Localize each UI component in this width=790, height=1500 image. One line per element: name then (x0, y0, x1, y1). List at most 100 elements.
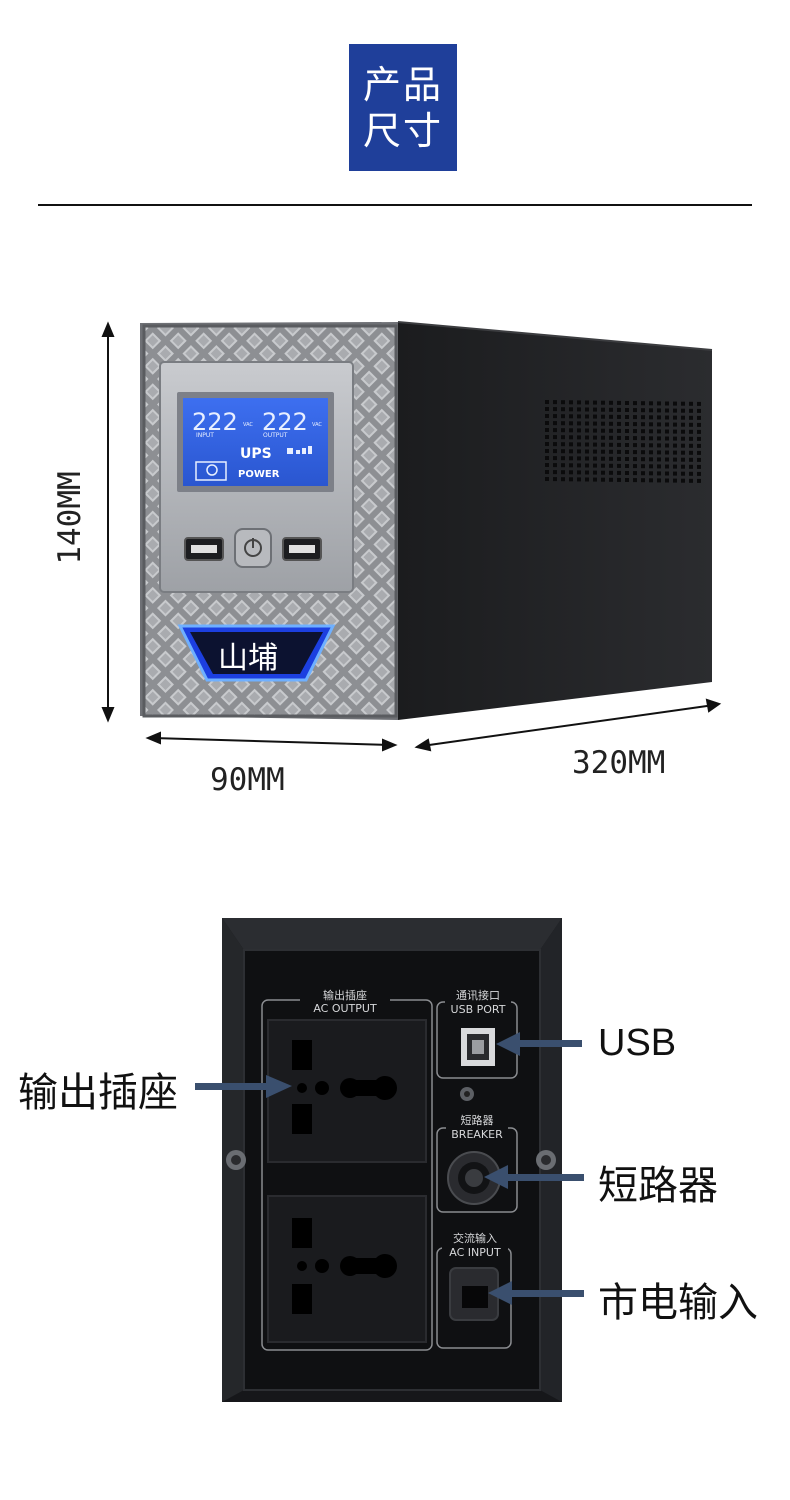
vent-hole (561, 435, 565, 440)
vent-hole (697, 429, 701, 434)
vent-hole (585, 407, 589, 412)
vent-hole (577, 449, 581, 454)
vent-hole (577, 477, 581, 482)
depth-dimension-label: 320MM (572, 745, 666, 781)
vent-hole (577, 456, 581, 461)
vent-hole (545, 442, 549, 446)
vent-hole (665, 415, 669, 420)
vent-hole (625, 436, 629, 440)
vent-hole (569, 477, 573, 482)
vent-hole (553, 463, 557, 468)
lcd-input-label: INPUT (196, 432, 214, 439)
vent-hole (577, 470, 581, 475)
vent-hole (553, 456, 557, 461)
vent-hole (625, 464, 629, 468)
vent-hole (673, 408, 677, 413)
vent-hole (665, 450, 669, 455)
callout-outlet-label: 输出插座 (18, 1070, 178, 1116)
front-usb-port-left (184, 537, 224, 561)
vent-hole (593, 463, 597, 468)
vent-hole (697, 464, 701, 469)
vent-hole (665, 464, 669, 469)
vent-hole (545, 449, 549, 453)
vent-hole (585, 421, 589, 426)
vent-hole (601, 428, 605, 433)
vent-hole (673, 429, 677, 434)
vent-hole (577, 428, 581, 433)
vent-hole (617, 442, 621, 447)
section-title-box: 产品 尺寸 (349, 44, 457, 171)
width-dimension-label: 90MM (210, 762, 285, 798)
vent-hole (561, 449, 565, 454)
vent-hole (673, 450, 677, 455)
vent-hole (585, 463, 589, 468)
vent-hole (561, 414, 565, 419)
vent-hole (609, 414, 613, 419)
vent-hole (681, 478, 685, 483)
vent-hole (649, 401, 653, 406)
vent-hole (593, 435, 597, 440)
side-vent (545, 400, 701, 483)
vent-hole (665, 436, 669, 441)
vent-hole (697, 415, 701, 420)
vent-hole (561, 407, 565, 412)
vent-hole (657, 478, 661, 483)
ups-rear-illustration: 输出插座 AC OUTPUT 通讯接口 USB PORT 短路器 BREAKER (195, 918, 584, 1402)
ac-outlet-bottom-icon (267, 1195, 427, 1343)
vent-hole (633, 429, 637, 434)
vent-hole (593, 400, 597, 405)
vent-hole (569, 463, 573, 468)
vent-hole (689, 450, 693, 455)
vent-hole (577, 407, 581, 412)
vent-hole (625, 443, 629, 447)
vent-hole (673, 471, 677, 476)
vent-hole (561, 442, 565, 447)
vent-hole (609, 421, 613, 426)
vent-hole (601, 435, 605, 440)
vent-hole (625, 471, 629, 475)
section-title-line2: 尺寸 (362, 108, 443, 153)
vent-hole (681, 408, 685, 413)
vent-hole (545, 456, 549, 460)
vent-hole (585, 414, 589, 419)
vent-hole (641, 443, 645, 448)
vent-hole (689, 408, 693, 413)
vent-hole (657, 408, 661, 413)
vent-hole (681, 464, 685, 469)
vent-hole (649, 471, 653, 476)
vent-hole (585, 442, 589, 447)
vent-hole (577, 435, 581, 440)
vent-hole (681, 450, 685, 455)
vent-hole (633, 415, 637, 420)
vent-hole (641, 422, 645, 427)
lcd-unit-label-1: VAC (243, 422, 253, 428)
vent-hole (665, 478, 669, 483)
vent-hole (689, 471, 693, 476)
vent-hole (681, 422, 685, 427)
vent-hole (649, 422, 653, 427)
vent-hole (545, 477, 549, 481)
vent-hole (649, 464, 653, 469)
vent-hole (673, 478, 677, 483)
vent-hole (553, 428, 557, 433)
vent-hole (689, 478, 693, 483)
callout-arrow-outlet (195, 1075, 292, 1098)
front-usb-port-right (282, 537, 322, 561)
vent-hole (641, 450, 645, 455)
vent-hole (585, 435, 589, 440)
vent-hole (593, 421, 597, 426)
vent-hole (601, 421, 605, 426)
ac-input-cn-label: 交流输入 (453, 1231, 497, 1245)
vent-hole (585, 428, 589, 433)
vent-hole (585, 456, 589, 461)
vent-hole (617, 414, 621, 419)
vent-hole (697, 457, 701, 462)
vent-hole (657, 415, 661, 420)
vent-hole (697, 422, 701, 427)
vent-hole (673, 422, 677, 427)
depth-arrow (414, 698, 722, 752)
vent-hole (625, 408, 629, 412)
breaker-en-label: BREAKER (451, 1128, 503, 1141)
vent-hole (553, 449, 557, 454)
vent-hole (577, 414, 581, 419)
